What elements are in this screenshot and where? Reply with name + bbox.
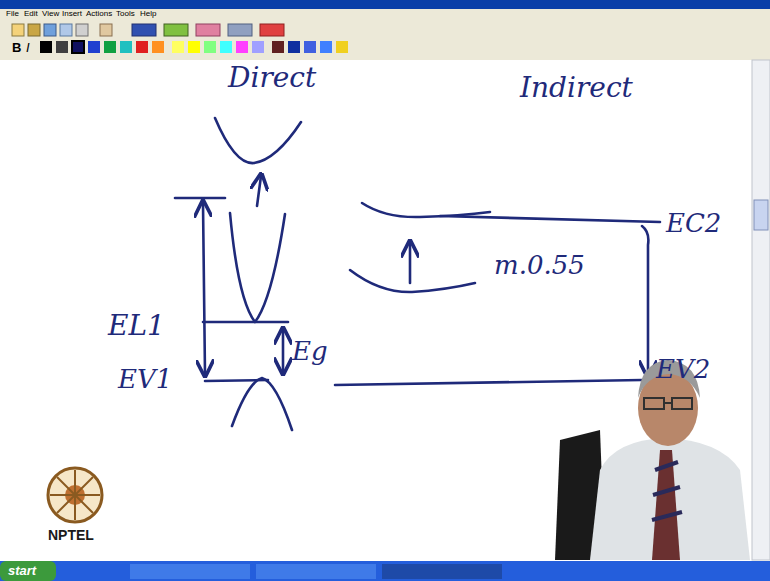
menu-item: Insert xyxy=(62,10,82,18)
energy-level-label: EC2 xyxy=(666,210,721,236)
menu-item: Help xyxy=(140,10,156,18)
start-button xyxy=(0,561,56,581)
italic-button: I xyxy=(26,41,30,54)
toolbar-icons xyxy=(12,24,284,36)
title-bar xyxy=(0,0,770,9)
effective-mass-note: m.0.55 xyxy=(494,252,585,278)
ink-strokes xyxy=(175,118,660,430)
scroll-thumb xyxy=(754,200,768,230)
handwritten-heading: Indirect xyxy=(520,74,633,102)
menu-item: Tools xyxy=(116,10,135,18)
energy-level-label: EV2 xyxy=(656,356,710,382)
menu-item: Actions xyxy=(86,10,112,18)
menu-item: View xyxy=(42,10,59,18)
bold-button: B xyxy=(12,41,21,54)
start-label: start xyxy=(8,564,36,577)
nptel-logo xyxy=(48,468,102,522)
lecturer-figure xyxy=(555,360,750,560)
bandgap-label: Eg xyxy=(292,338,328,364)
menu-item: Edit xyxy=(24,10,38,18)
task-button xyxy=(256,564,376,579)
menu-bar xyxy=(0,9,770,20)
task-button xyxy=(130,564,250,579)
task-button xyxy=(382,564,502,579)
scrollbar xyxy=(752,60,770,560)
toolbar xyxy=(0,20,770,60)
taskbar xyxy=(0,561,770,581)
color-palette xyxy=(40,41,348,53)
menu-item: File xyxy=(6,10,19,18)
logo-text: NPTEL xyxy=(48,528,94,542)
handwritten-heading: Direct xyxy=(228,64,316,92)
energy-level-label: EV1 xyxy=(118,366,172,392)
energy-level-label: EL1 xyxy=(108,312,165,340)
